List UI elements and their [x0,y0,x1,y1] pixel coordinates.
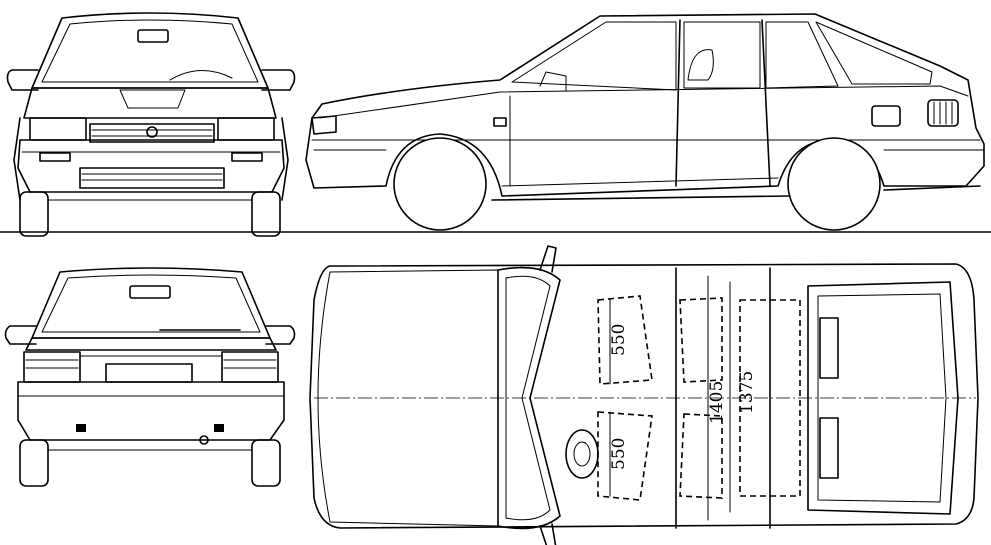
dim-seat-width-upper: 550 [609,324,629,356]
side-view [305,13,985,231]
dim-seat-width-lower: 550 [609,438,629,470]
rear-view [4,267,296,487]
dim-interior-width-b: 1375 [737,371,757,414]
front-view [6,12,296,237]
dim-interior-width-a: 1405 [707,381,727,424]
top-view [309,245,979,545]
